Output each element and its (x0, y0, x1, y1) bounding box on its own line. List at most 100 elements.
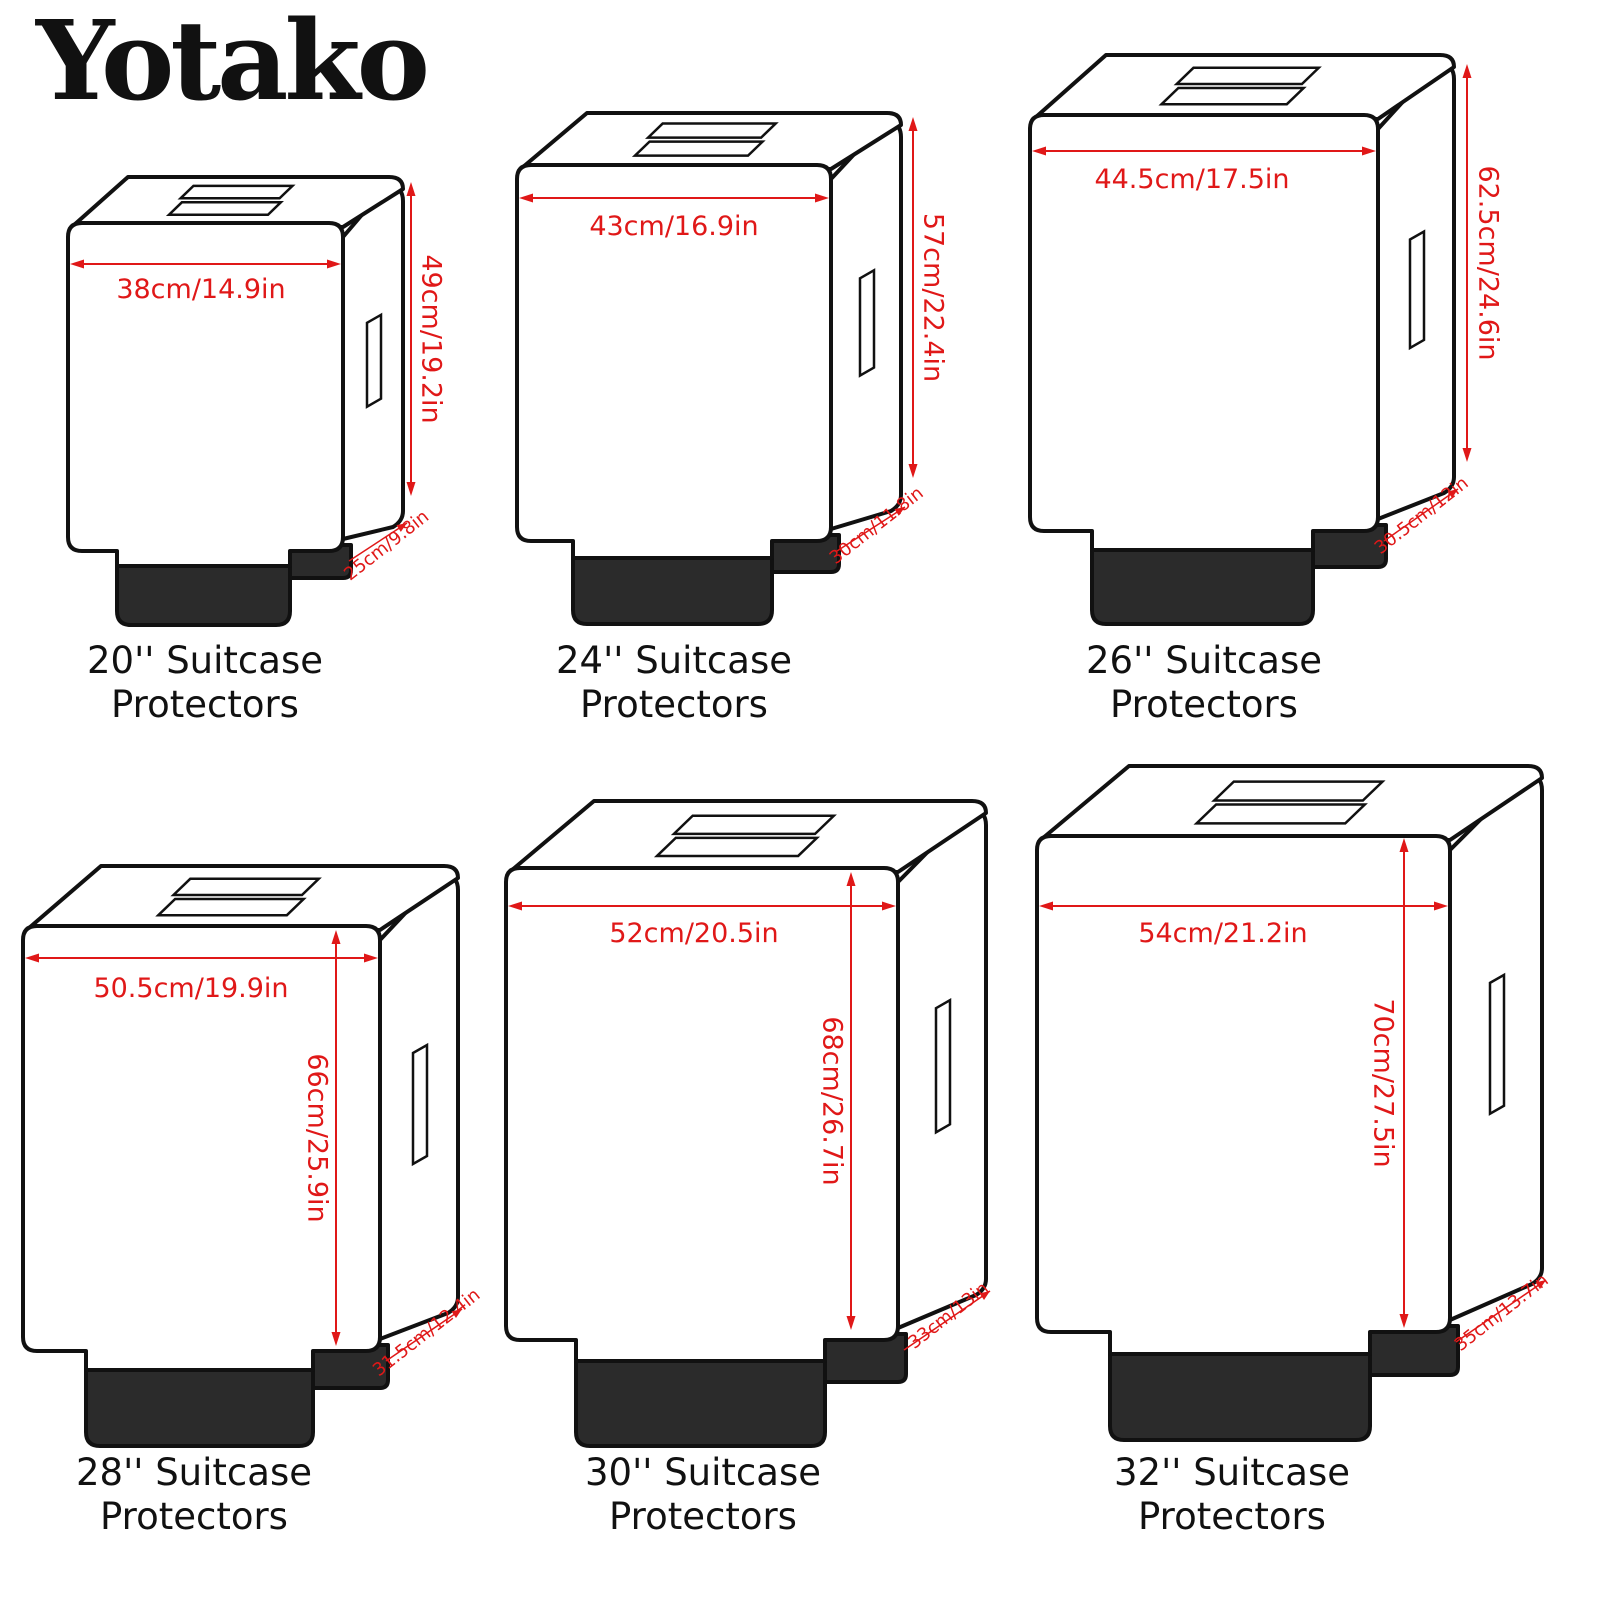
front-base (115, 549, 292, 627)
arrowhead-bottom (846, 1316, 856, 1330)
arrowhead-right (882, 901, 896, 911)
width-label: 44.5cm/17.5in (1094, 164, 1289, 195)
arrowhead-right (815, 193, 829, 203)
suitcase-top-face (1041, 764, 1544, 842)
arrowhead-bottom (406, 482, 416, 496)
front-base (84, 1349, 315, 1448)
suitcase-product-label: Protectors (100, 1495, 288, 1538)
height-label: 49cm/19.2in (416, 254, 447, 423)
height-label: 66cm/25.9in (302, 1053, 333, 1222)
height-dimension-arrow (1399, 838, 1409, 1328)
height-dimension-arrow (406, 182, 416, 496)
height-dimension-arrow (1462, 64, 1472, 462)
arrowhead-top (908, 117, 918, 131)
dimension-line (836, 506, 906, 552)
top-handle-slot (670, 814, 837, 836)
top-handle-slot (155, 897, 307, 917)
arrowhead-right (1362, 146, 1376, 156)
arrowhead-top (846, 872, 856, 886)
top-handle-slot (1211, 780, 1386, 802)
width-dimension-arrow (508, 901, 896, 911)
suitcase-size-label: 32'' Suitcase (1114, 1451, 1350, 1494)
suitcase-front-face (21, 924, 382, 1372)
width-dimension-arrow (1032, 146, 1376, 156)
side-base (770, 533, 841, 574)
suitcase-size-label: 26'' Suitcase (1086, 639, 1322, 682)
suitcase-product-label: Protectors (111, 683, 299, 726)
arrowhead-bottom (1399, 1314, 1409, 1328)
height-label: 62.5cm/24.6in (1473, 165, 1504, 360)
side-handle (934, 998, 952, 1135)
arrowhead-top (1399, 838, 1409, 852)
suitcase-size-label: 30'' Suitcase (585, 1451, 821, 1494)
suitcase-size-label: 28'' Suitcase (76, 1451, 312, 1494)
dimension-line (903, 1290, 991, 1351)
arrowhead-left (25, 953, 39, 963)
height-label: 70cm/27.5in (1368, 998, 1399, 1167)
top-handle-slot (1193, 803, 1368, 825)
side-base (1368, 1324, 1460, 1377)
height-dimension-arrow (331, 930, 341, 1346)
top-handle-slot (1173, 66, 1322, 86)
width-label: 50.5cm/19.9in (93, 973, 288, 1004)
arrowhead-right (1434, 901, 1448, 911)
suitcase-product-label: Protectors (1110, 683, 1298, 726)
arrowhead-left (1039, 901, 1053, 911)
front-base (574, 1338, 827, 1448)
front-base (1090, 529, 1315, 626)
dimension-line (1455, 1279, 1547, 1343)
depth-dimension-arrow (836, 506, 906, 552)
suitcase-front-face (1028, 113, 1380, 552)
height-dimension-arrow (908, 117, 918, 478)
width-dimension-arrow (1039, 901, 1448, 911)
dimension-line (348, 522, 408, 562)
arrowhead-top (1462, 64, 1472, 78)
depth-dimension-arrow (1455, 1279, 1547, 1343)
width-label: 52cm/20.5in (609, 918, 778, 949)
arrowhead-bottom (908, 464, 918, 478)
suitcase-front-face (66, 221, 345, 568)
top-handle-slot (177, 184, 296, 200)
depth-dimension-arrow (1383, 488, 1459, 542)
arrowhead-right (364, 953, 378, 963)
suitcase-size-label: 24'' Suitcase (556, 639, 792, 682)
side-base (311, 1343, 390, 1390)
side-handle (1408, 229, 1426, 351)
suitcase-front-face (1035, 834, 1452, 1356)
height-label: 57cm/22.4in (918, 213, 949, 382)
top-handle-slot (1158, 86, 1307, 106)
front-base (1108, 1330, 1372, 1442)
height-dimension-arrow (846, 872, 856, 1330)
top-handle-slot (170, 877, 322, 897)
side-base (288, 543, 353, 580)
side-base (1311, 523, 1388, 569)
depth-dimension-arrow (348, 522, 408, 562)
suitcase-product-label: Protectors (609, 1495, 797, 1538)
arrowhead-left (519, 193, 533, 203)
dimension-line (1383, 488, 1459, 542)
brand-logo: Yotako (36, 0, 430, 125)
arrowhead-top (406, 182, 416, 196)
width-label: 38cm/14.9in (116, 274, 285, 305)
arrowhead-top (331, 930, 341, 944)
arrowhead-left (508, 901, 522, 911)
side-handle (365, 312, 383, 409)
suitcase-front-face (504, 866, 900, 1363)
top-handle-slot (653, 836, 821, 858)
arrowhead-bottom (331, 1332, 341, 1346)
width-label: 54cm/21.2in (1138, 918, 1307, 949)
width-dimension-arrow (25, 953, 378, 963)
arrowhead-end (451, 1309, 462, 1318)
arrowhead-left (1032, 146, 1046, 156)
arrowhead-end (1447, 489, 1458, 499)
